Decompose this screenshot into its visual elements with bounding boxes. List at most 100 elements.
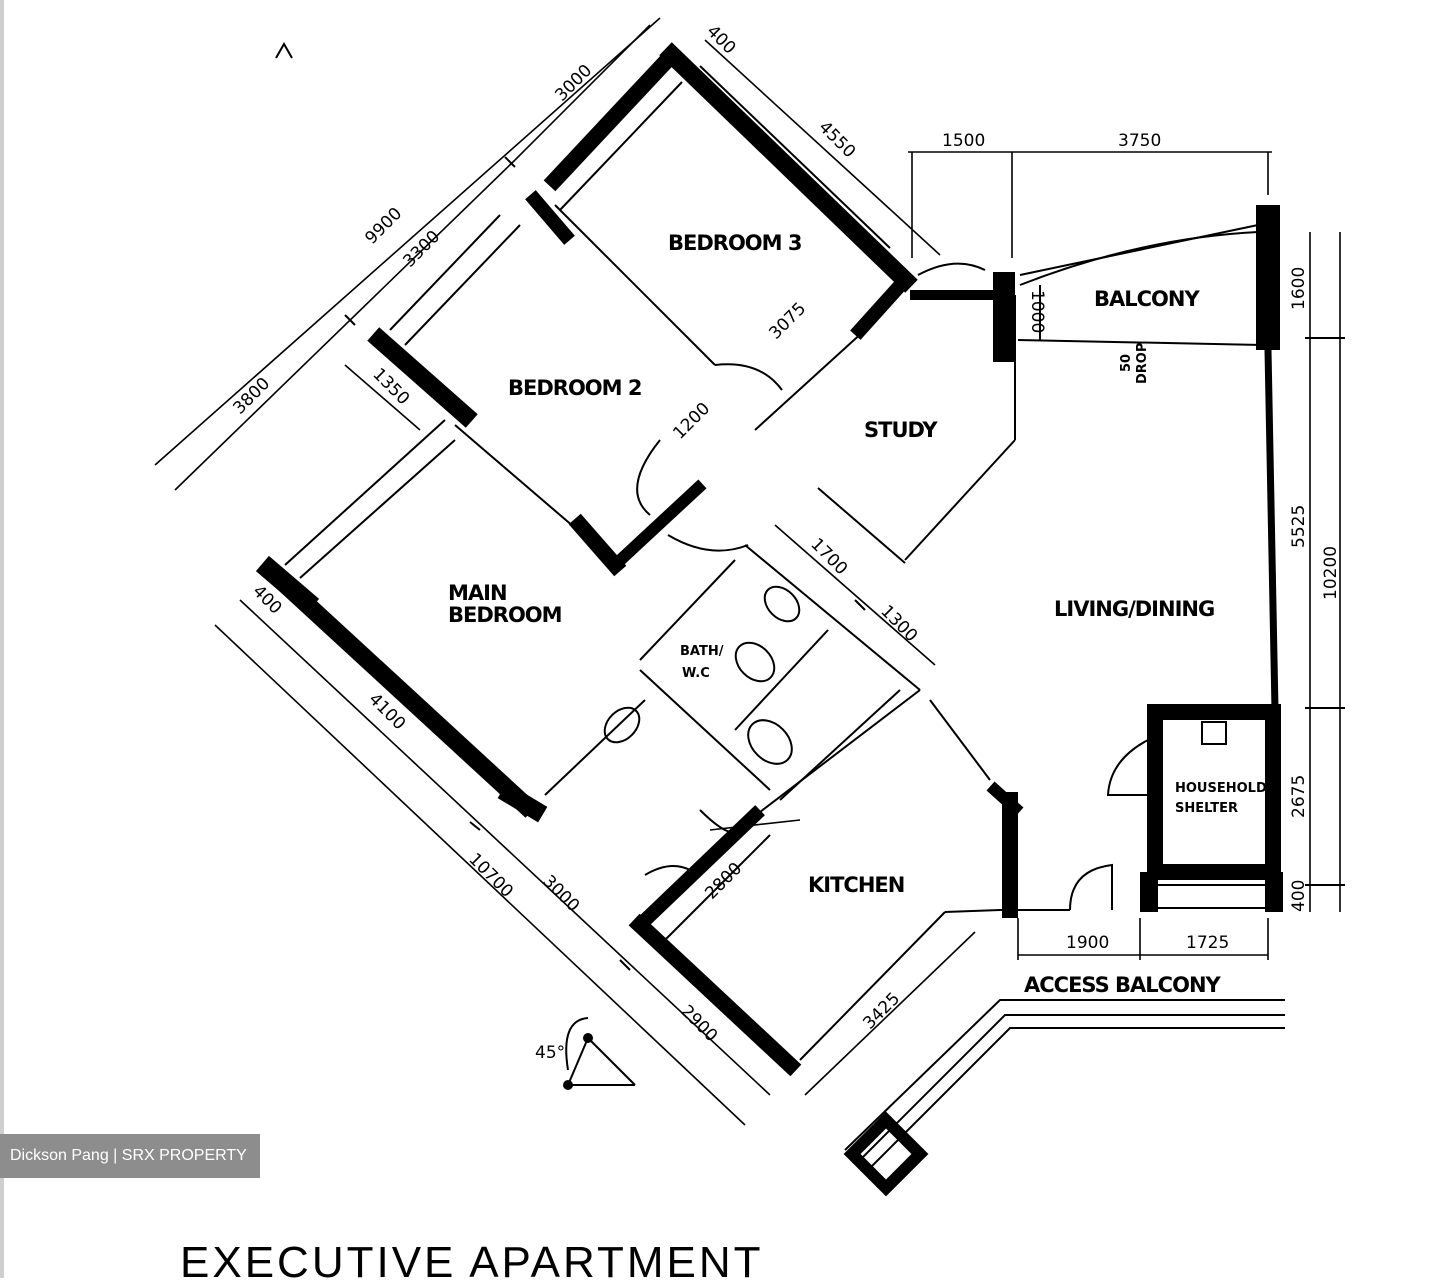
label-kitchen: KITCHEN [808,873,904,897]
dim-400-right: 400 [1289,880,1309,912]
dim-2675: 2675 [1289,775,1309,818]
bedroom3-exterior-wall [659,42,918,293]
bath-east-wall [744,544,921,691]
dim-1350-line [344,364,421,431]
dim-9900: 9900 [361,204,406,249]
balcony-railing-curve [1019,231,1259,286]
balcony-edge [1017,339,1263,346]
dim-tick [619,959,631,971]
label-household-2: SHELTER [1175,801,1238,816]
label-bath-2: W.C [682,666,710,681]
main-bedroom-window-outer [284,419,446,566]
watermark-label: Dickson Pang | SRX PROPERTY [0,1134,260,1178]
dim-tick [504,156,516,168]
kitchen-window-line2 [944,909,1001,913]
shelter-walls [1147,704,1281,880]
partition-bed3-bed2 [554,204,716,366]
balcony-east-column [1256,205,1280,350]
dim-4550: 4550 [814,117,859,162]
main-bedroom-corner [255,555,320,615]
study-column [993,272,1015,362]
bedroom2-window-outer [389,214,501,331]
dim-10200: 10200 [1321,546,1341,600]
dim-3300: 3300 [399,227,444,272]
angle-hyp [587,1037,636,1086]
dim-3000-top: 3000 [551,61,596,106]
label-drop-2: DROP [1135,343,1150,384]
bedroom3-north-wall [543,43,684,192]
dim-1600: 1600 [1289,267,1309,310]
corridor-edge-inner [869,1027,1285,1169]
dimension-lines [154,17,1345,1126]
aircon-ledge [544,699,646,796]
label-study: STUDY [864,418,938,442]
bath-divider [734,629,829,731]
study-balcony-door [917,262,986,276]
bedroom2-corner [568,513,627,577]
plan-title: EXECUTIVE APARTMENT [180,1238,764,1287]
dim-3425: 3425 [859,989,904,1034]
dim-10700-line [214,624,746,1126]
basin2-icon [603,706,641,744]
dim-1000: 1000 [1027,290,1047,333]
label-bedroom2: BEDROOM 2 [508,376,641,400]
kitchen-north-wall [759,689,921,813]
study-walls [754,272,1016,564]
dim-3000-bottom: 3000 [538,871,583,916]
bedroom2-door [636,439,661,516]
bedroom3-window-inner [699,65,891,249]
label-balcony: BALCONY [1094,287,1200,311]
dim-3425-line [804,931,976,1096]
dim-2900: 2900 [676,1001,721,1046]
dim-1700-line [774,524,936,666]
corridor-edge-mid [859,1014,1285,1161]
access-balcony [843,863,1285,1197]
bedroom2-door-jamb [606,479,707,574]
doors [636,262,986,876]
angle-point [583,1033,593,1043]
balcony-railing [1019,224,1259,276]
refuse-chute [843,1111,929,1197]
dim-1900: 1900 [1066,933,1109,953]
main-bedroom-inner-line [299,599,521,791]
shelter-post2 [1265,872,1283,912]
label-bedroom3: BEDROOM 3 [668,231,801,255]
main-bedroom-door [667,534,749,552]
balcony-walls [1017,205,1280,714]
page-edge [0,0,4,1278]
north-arrow-icon [275,41,293,59]
kitchen-south-wall [628,913,802,1077]
kitchen-yard-wall [630,805,765,935]
dim-3800: 3800 [229,374,274,419]
angle-symbol [563,1017,636,1090]
bath-south-wall [639,669,771,791]
kitchen-window-line [799,911,946,1061]
dim-10700: 10700 [464,849,516,901]
north-marker [275,41,293,59]
main-bedroom-corner-se [497,782,548,823]
dim-3300-line [174,159,516,491]
label-angle: 45° [535,1043,565,1063]
shelter-vent [1201,721,1227,745]
kitchen-west-wall [659,834,771,946]
bedroom-wing-walls [255,42,918,823]
study-se-wall [904,439,1016,561]
label-household-1: HOUSEHOLD [1175,781,1267,796]
study-west-wall [754,329,866,431]
kitchen-door-line [929,699,991,781]
shelter-door-swing [1106,739,1149,796]
study-south-wall [817,487,906,564]
dim-9900-line [154,17,661,466]
dim-2800-line [709,819,801,831]
yard-door [644,865,691,876]
dim-left-inner-line [239,599,771,1096]
living-east-wall [1264,346,1279,714]
dim-1300: 1300 [876,601,921,646]
entry-door-swing [1069,863,1113,911]
dim-tick [854,599,866,611]
bedroom2-west-wall [367,327,478,428]
label-main-bedroom-1: MAIN [448,581,507,605]
toilet-icon [734,641,776,683]
label-living-dining: LIVING/DINING [1054,597,1214,621]
